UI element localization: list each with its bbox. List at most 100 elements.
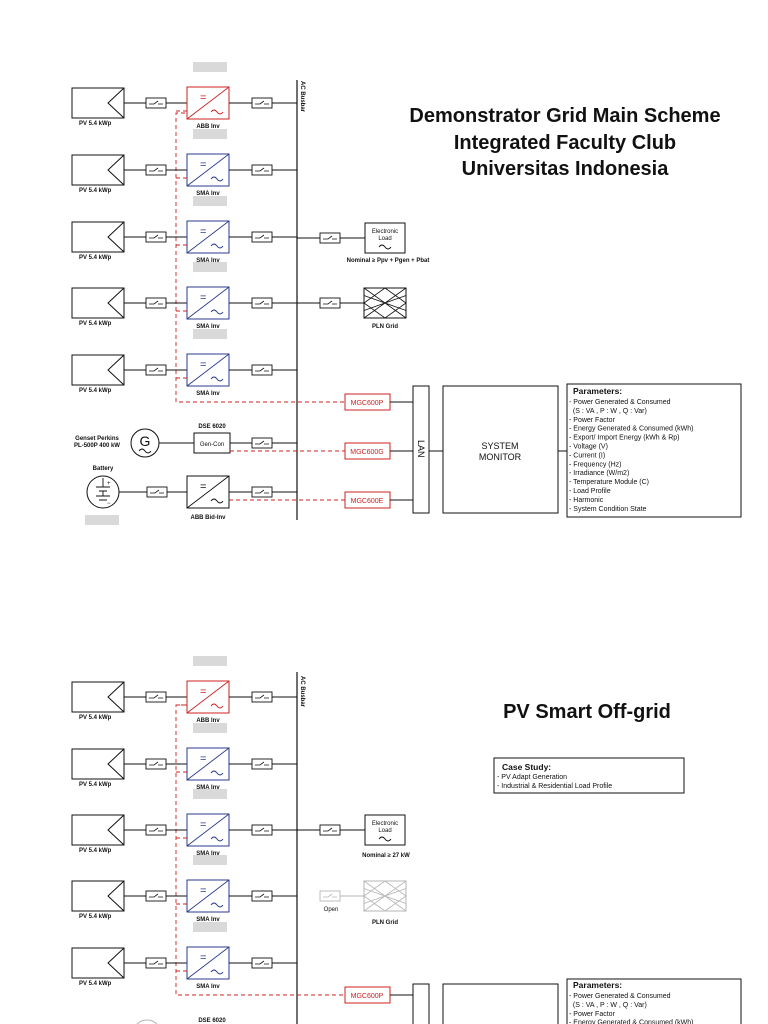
inverter-label: ABB Inv — [196, 718, 220, 724]
pv-array-icon — [71, 354, 125, 386]
scheme-2-title: PV Smart Off-grid — [503, 701, 671, 723]
faded-tag — [193, 196, 227, 206]
meter-mgc600g-label: MGC600G — [350, 449, 383, 456]
bidirectional-inverter — [186, 475, 230, 509]
meter-mgc600p-2-label: MGC600P — [351, 993, 384, 1000]
dc-breaker — [145, 364, 167, 376]
inverter-label: ABB Inv — [196, 124, 220, 130]
pv-array-label: PV 5.4 kWp — [79, 782, 112, 788]
ac-breaker — [251, 957, 273, 969]
pv-array-label: PV 5.4 kWp — [79, 188, 112, 194]
pln-grid-icon-2 — [363, 880, 407, 912]
grid-breaker — [319, 297, 341, 309]
inverter-icon — [186, 153, 230, 187]
pv-array-icon — [71, 287, 125, 319]
inverter-label: SMA Inv — [196, 258, 220, 264]
electronic-load-line1: Electronic — [372, 229, 398, 235]
pv-array-icon — [71, 947, 125, 979]
electronic-load-2-rating: Nominal ≥ 27 kW — [362, 853, 410, 859]
electronic-load-2-line2: Load — [378, 828, 391, 834]
scheme-1-title-line-1: Demonstrator Grid Main Scheme — [409, 105, 720, 127]
pv-array-icon — [71, 814, 125, 846]
inverter-icon — [186, 86, 230, 120]
lan-bus-2 — [412, 983, 430, 1024]
electronic-load-2-line1: Electronic — [372, 821, 398, 827]
lan-bus — [412, 385, 430, 514]
parameter-item: - Power Factor — [569, 417, 616, 424]
battery-faded-tag — [85, 515, 119, 525]
electronic-load-line2: Load — [378, 236, 391, 242]
case-study-heading: Case Study: — [502, 762, 551, 772]
parameter-item: - Irradiance (W/m2) — [569, 470, 629, 477]
gen-con-model: DSE 6020 — [198, 424, 226, 430]
ac-breaker — [251, 231, 273, 243]
dc-breaker — [145, 231, 167, 243]
busbar-label-2: AC Busbar — [299, 676, 305, 708]
busbar-label: AC Busbar — [299, 81, 305, 113]
bid-inv-breaker — [251, 486, 273, 498]
system-monitor-line2: MONITOR — [479, 452, 522, 462]
ac-breaker — [251, 758, 273, 770]
inverter-label: SMA Inv — [196, 191, 220, 197]
faded-tag — [193, 62, 227, 72]
inverter-icon — [186, 747, 230, 781]
dc-breaker — [145, 97, 167, 109]
inverter-icon — [186, 353, 230, 387]
parameter-item: - Temperature Module (C) — [569, 479, 649, 486]
pv-array-label: PV 5.4 kWp — [79, 914, 112, 920]
pv-array-label: PV 5.4 kWp — [79, 848, 112, 854]
pv-array-label: PV 5.4 kWp — [79, 981, 112, 987]
faded-tag — [193, 789, 227, 799]
ac-breaker — [251, 297, 273, 309]
faded-tag — [193, 723, 227, 733]
pln-grid-label: PLN Grid — [372, 324, 398, 330]
dc-breaker — [145, 164, 167, 176]
inverter-icon — [186, 220, 230, 254]
dc-breaker — [145, 890, 167, 902]
parameter-item: - Frequency (Hz) — [569, 461, 622, 468]
ac-breaker — [251, 890, 273, 902]
genset-label-2: PL-500P 400 kW — [74, 443, 120, 449]
pv-array-label: PV 5.4 kWp — [79, 321, 112, 327]
meter-mgc600e-label: MGC600E — [351, 498, 384, 505]
lan-label: LAN — [416, 440, 426, 458]
faded-tag — [193, 922, 227, 932]
parameter-item: - System Condition State — [569, 506, 647, 513]
electronic-load-rating: Nominal ≥ Ppv + Pgen + Pbat — [347, 258, 430, 264]
ac-breaker — [251, 364, 273, 376]
inverter-label: SMA Inv — [196, 785, 220, 791]
pv-array-icon — [71, 681, 125, 713]
scheme-1: Demonstrator Grid Main Scheme Integrated… — [71, 62, 742, 525]
case-study-item-2: - Industrial & Residential Load Profile — [497, 783, 612, 790]
parameter-item: - Power Generated & Consumed — [569, 399, 671, 406]
pv-array-icon — [71, 87, 125, 119]
pv-array-icon — [71, 880, 125, 912]
bid-inv-label: ABB Bid-Inv — [191, 515, 227, 521]
parameter-item: - Power Generated & Consumed — [569, 993, 671, 1000]
open-grid-breaker — [319, 890, 341, 902]
inverter-label: SMA Inv — [196, 984, 220, 990]
pv-array-icon — [71, 221, 125, 253]
system-monitor-2 — [442, 983, 559, 1024]
parameters-panel — [566, 383, 742, 518]
dc-breaker — [145, 297, 167, 309]
load-breaker-2 — [319, 824, 341, 836]
faded-tag — [193, 129, 227, 139]
genset-breaker — [251, 437, 273, 449]
pv-array-label: PV 5.4 kWp — [79, 715, 112, 721]
svg-text:+: + — [107, 481, 111, 487]
pln-grid-label-2: PLN Grid — [372, 920, 398, 926]
parameter-item: - Load Profile — [569, 488, 611, 495]
load-breaker — [319, 232, 341, 244]
parameter-item: - Export/ Import Energy (kWh & Rp) — [569, 435, 679, 442]
faded-tag — [193, 329, 227, 339]
open-label: Open — [324, 907, 339, 913]
